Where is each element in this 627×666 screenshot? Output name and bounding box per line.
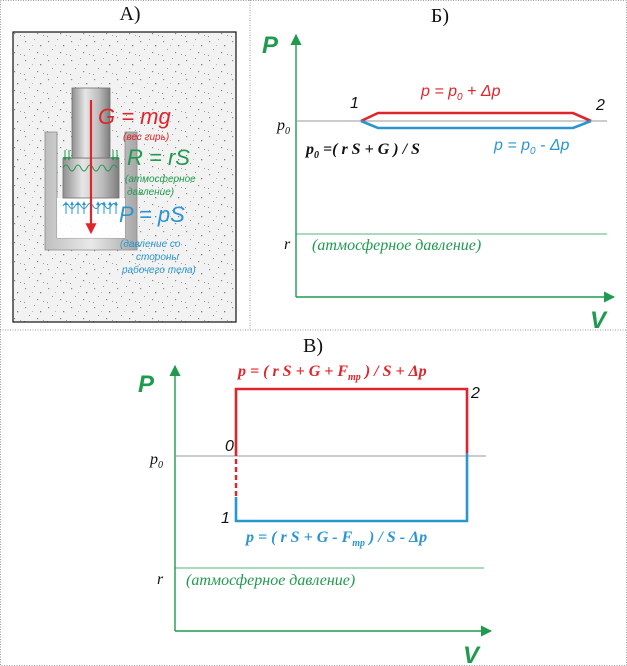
- gas-pressure-arrows: [62, 201, 118, 214]
- panel-c-title: В): [303, 335, 323, 357]
- gravity-note: (вес гирь): [123, 132, 169, 143]
- pressure-note-3: рабочего тела): [121, 264, 196, 276]
- panel-b: Б) P V p0 r (атмосферное давление) 1 2 p…: [262, 5, 616, 334]
- pressure-note-2: стороны: [136, 252, 179, 263]
- panel-c-upper-eq: p = ( r S + G + Fтр ) / S + Δp: [236, 363, 427, 383]
- panel-b-upper-path: [360, 111, 592, 123]
- panel-a: А) G = mg: [12, 3, 237, 323]
- atm-note-2: давление): [127, 187, 174, 198]
- panel-b-lower-path: [360, 119, 592, 130]
- panel-b-lower-eq: p = p0 - Δp: [493, 137, 570, 157]
- panel-b-y-label: P: [262, 32, 279, 59]
- cylinder: [44, 131, 138, 251]
- panel-c-x-label: V: [463, 642, 481, 666]
- panel-c-point-1: 1: [221, 510, 230, 527]
- atm-force-label: R = rS: [127, 145, 190, 170]
- gravity-label: G = mg: [98, 104, 172, 129]
- panel-b-point-2: 2: [595, 97, 605, 114]
- panel-c-lower-eq: p = ( r S + G - Fтр ) / S - Δp: [244, 529, 427, 549]
- panel-b-point-1: 1: [350, 95, 359, 112]
- panel-b-title: Б): [431, 5, 449, 27]
- panel-b-x-label: V: [590, 307, 608, 334]
- panel-b-r-label: r: [284, 236, 291, 253]
- panel-c: В) P V p0 r (атмосферное давление) 0 1 2…: [138, 335, 493, 666]
- panel-c-y-label: P: [138, 371, 155, 398]
- panel-c-p0-label: p0: [149, 451, 163, 471]
- atm-note-1: (атмосферное: [125, 173, 196, 185]
- pressure-note-1: (давление со: [120, 239, 181, 250]
- panel-b-atm-label: (атмосферное давление): [312, 237, 481, 254]
- panel-c-r-label: r: [157, 571, 164, 588]
- panel-c-upper-path: [234, 387, 469, 456]
- panel-b-upper-eq: p = p0 + Δp: [420, 83, 501, 103]
- panel-c-atm-label: (атмосферное давление): [186, 572, 355, 589]
- panel-c-lower-path: [234, 453, 469, 523]
- pressure-force-label: P = pS: [119, 202, 185, 227]
- panel-b-balance-eq: p0 =( r S + G ) / S: [304, 141, 420, 161]
- panel-c-point-2: 2: [470, 385, 480, 402]
- panel-c-point-0: 0: [225, 438, 234, 455]
- panel-b-p0-label: p0: [276, 117, 290, 137]
- panel-a-title: А): [119, 3, 140, 25]
